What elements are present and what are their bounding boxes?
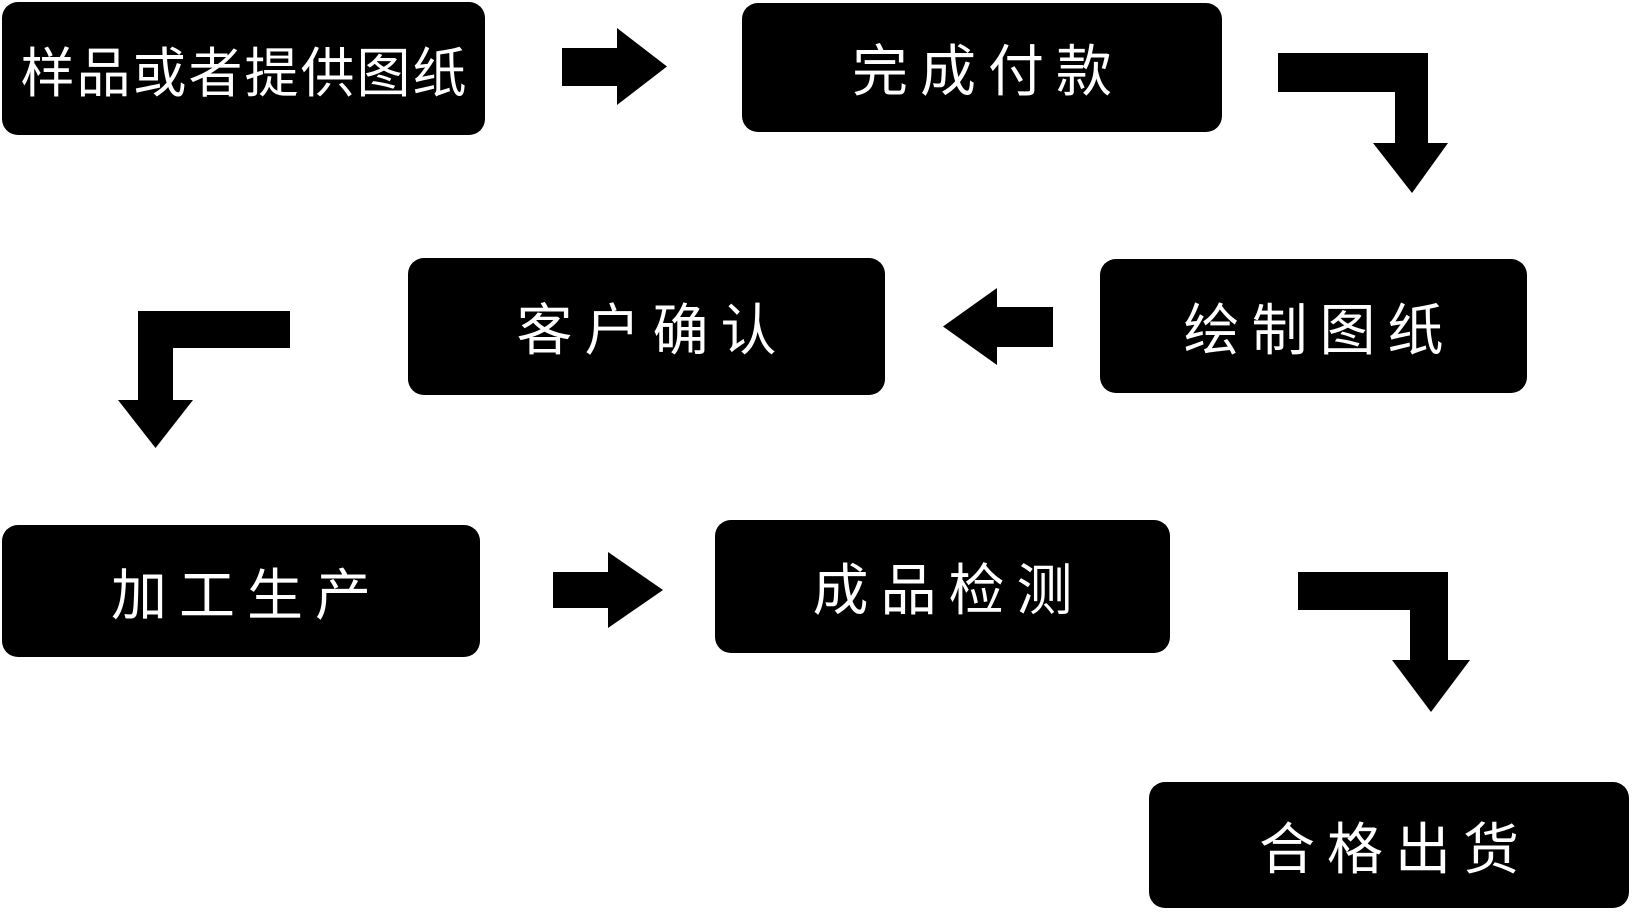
flow-node-draw-drawing: 绘制图纸 xyxy=(1100,259,1527,393)
right-arrow-icon xyxy=(562,28,667,105)
elbow-right-down-arrow-icon xyxy=(1298,572,1470,712)
flow-node-sample-or-drawing: 样品或者提供图纸 xyxy=(2,2,485,135)
left-arrow-icon xyxy=(943,288,1053,365)
elbow-right-down-arrow-icon xyxy=(1278,53,1448,193)
elbow-left-down-arrow-icon xyxy=(118,311,290,448)
flow-node-payment: 完成付款 xyxy=(742,3,1222,132)
flow-node-production: 加工生产 xyxy=(2,525,480,657)
flow-node-inspection: 成品检测 xyxy=(715,520,1170,653)
flow-node-customer-confirm: 客户确认 xyxy=(408,258,885,395)
flow-node-shipment: 合格出货 xyxy=(1149,782,1629,908)
right-arrow-icon xyxy=(553,552,663,628)
